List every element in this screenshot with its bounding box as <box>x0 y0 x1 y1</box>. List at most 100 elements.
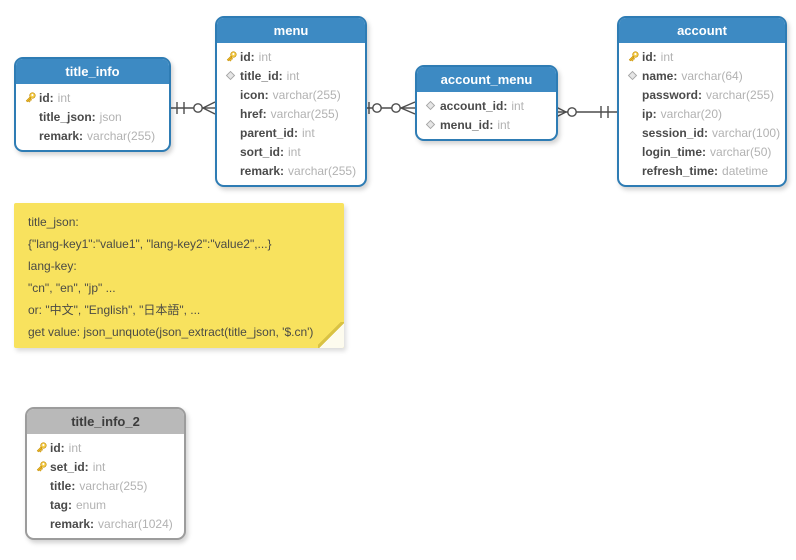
field-name: tag: <box>50 497 72 512</box>
key-icon <box>24 91 39 104</box>
key-icon <box>627 50 642 63</box>
field-parent_id: parent_id:int <box>225 123 359 142</box>
field-name: ip: <box>642 106 657 121</box>
field-ip: ip:varchar(20) <box>627 104 779 123</box>
table-title: account_menu <box>417 67 556 92</box>
field-name: id: <box>39 90 54 105</box>
table-title: title_info_2 <box>27 409 184 434</box>
field-type: varchar(255) <box>270 106 339 121</box>
field-name: remark: <box>50 516 95 531</box>
field-name: title_json: <box>39 109 96 124</box>
field-type: int <box>286 68 300 83</box>
diamond-icon <box>225 70 240 81</box>
field-name: session_id: <box>642 125 709 140</box>
field-name: sort_id: <box>240 144 285 159</box>
diamond-icon <box>627 70 642 81</box>
field-type: varchar(50) <box>710 144 772 159</box>
field-id: id:int <box>35 438 178 457</box>
connector-menu-account_menu[interactable] <box>363 101 416 115</box>
note-line: get value: json_unquote(json_extract(tit… <box>28 325 314 339</box>
field-type: int <box>258 49 272 64</box>
field-id: id:int <box>225 47 359 66</box>
field-name: remark: <box>39 128 84 143</box>
field-name: password: <box>642 87 703 102</box>
field-sort_id: sort_id:int <box>225 142 359 161</box>
field-name: title: <box>50 478 76 493</box>
field-type: int <box>92 459 106 474</box>
field-remark: remark:varchar(255) <box>225 161 359 180</box>
sticky-note[interactable]: title_json:{"lang-key1":"value1", "lang-… <box>14 203 344 348</box>
field-title_json: title_json:json <box>24 107 163 126</box>
field-name: remark: <box>240 163 285 178</box>
field-name: id: <box>50 440 65 455</box>
field-name: parent_id: <box>240 125 299 140</box>
field-type: int <box>57 90 71 105</box>
field-type: varchar(255) <box>79 478 148 493</box>
key-icon <box>225 50 240 63</box>
field-type: json <box>99 109 122 124</box>
field-tag: tag:enum <box>35 495 178 514</box>
table-title: title_info <box>16 59 169 84</box>
field-type: varchar(100) <box>712 125 781 140</box>
diamond-icon <box>425 100 440 111</box>
diamond-icon <box>425 119 440 130</box>
note-line: title_json: <box>28 215 79 229</box>
table-title: menu <box>217 18 365 43</box>
field-type: varchar(255) <box>87 128 156 143</box>
key-icon <box>35 460 50 473</box>
field-type: int <box>497 117 511 132</box>
field-type: int <box>511 98 525 113</box>
field-login_time: login_time:varchar(50) <box>627 142 779 161</box>
field-account_id: account_id:int <box>425 96 550 115</box>
field-remark: remark:varchar(1024) <box>35 514 178 533</box>
field-type: int <box>68 440 82 455</box>
field-type: int <box>288 144 301 159</box>
field-type: varchar(1024) <box>98 516 173 531</box>
field-name: name:varchar(64) <box>627 66 779 85</box>
field-type: varchar(64) <box>681 68 743 83</box>
field-icon: icon:varchar(255) <box>225 85 359 104</box>
connector-account_menu-account[interactable] <box>553 105 617 119</box>
field-password: password:varchar(255) <box>627 85 779 104</box>
field-refresh_time: refresh_time:datetime <box>627 161 779 180</box>
field-type: varchar(255) <box>272 87 341 102</box>
field-type: int <box>660 49 674 64</box>
field-id: id:int <box>627 47 779 66</box>
field-title_id: title_id:int <box>225 66 359 85</box>
field-name: name: <box>642 68 678 83</box>
note-line: lang-key: <box>28 259 77 273</box>
field-name: href: <box>240 106 267 121</box>
field-name: title_id: <box>240 68 283 83</box>
table-title: account <box>619 18 785 43</box>
field-type: varchar(255) <box>706 87 775 102</box>
field-name: account_id: <box>440 98 508 113</box>
field-type: int <box>302 125 315 140</box>
note-line: or: "中文", "English", "日本語", ... <box>28 303 201 317</box>
field-remark: remark:varchar(255) <box>24 126 163 145</box>
note-fold-corner-icon <box>318 322 344 348</box>
connector-title_info-menu[interactable] <box>167 101 216 115</box>
note-lines: title_json:{"lang-key1":"value1", "lang-… <box>28 216 330 339</box>
field-type: datetime <box>722 163 769 178</box>
field-type: varchar(255) <box>288 163 357 178</box>
field-session_id: session_id:varchar(100) <box>627 123 781 142</box>
field-name: icon: <box>240 87 269 102</box>
field-id: id:int <box>24 88 163 107</box>
key-icon <box>35 441 50 454</box>
field-name: menu_id: <box>440 117 494 132</box>
field-name: set_id: <box>50 459 89 474</box>
field-type: varchar(20) <box>660 106 723 121</box>
field-menu_id: menu_id:int <box>425 115 550 134</box>
field-name: login_time: <box>642 144 707 159</box>
